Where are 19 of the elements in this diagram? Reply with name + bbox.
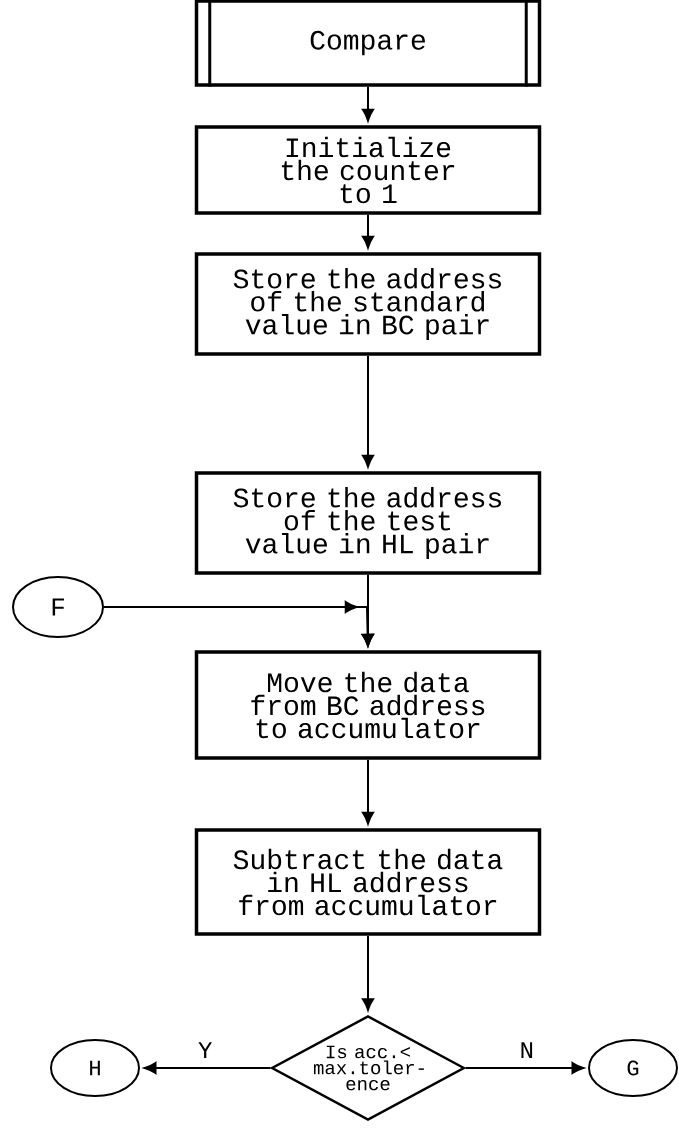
arrow (464, 1061, 585, 1075)
arrow (361, 85, 375, 122)
arrow (361, 213, 375, 249)
predefined-process-box: Compare (194, 0, 542, 87)
process-box: Initialize the counter to 1 (194, 125, 542, 215)
edge-label: N (521, 1042, 533, 1058)
connector-oval: G (588, 1039, 678, 1097)
arrow (361, 758, 375, 825)
process-box: Subtract the data in HL address from accumulator (194, 828, 542, 936)
process-box: Store the address of the test value in HL pair (194, 471, 542, 575)
connector-oval: H (50, 1039, 140, 1097)
arrow (143, 1061, 272, 1075)
arrow (361, 934, 375, 1011)
arrow (103, 600, 374, 647)
process-box: Store the address of the standard value in BC pair (194, 252, 542, 356)
arrow (361, 354, 375, 468)
edge-label: Y (198, 1042, 212, 1058)
process-box: Move the data from BC address to accumulator (194, 650, 542, 760)
connector-oval: F (12, 576, 104, 638)
